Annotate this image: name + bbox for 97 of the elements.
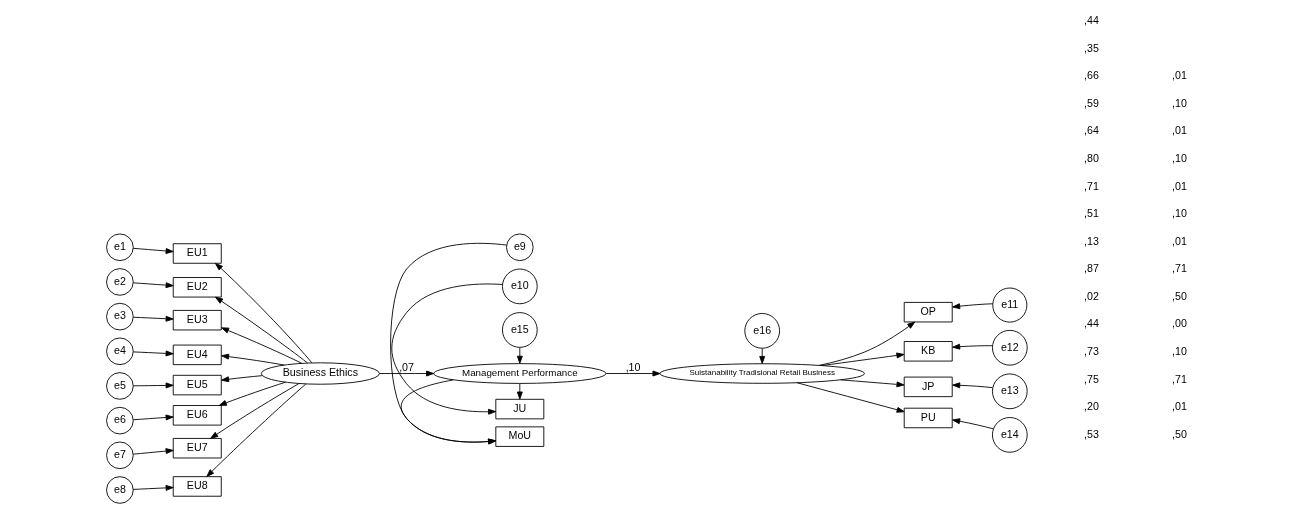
label: ,35 (1083, 41, 1099, 54)
node-circle: e14 (991, 417, 1028, 453)
label: ,10 (1171, 207, 1187, 220)
node-circle: e1 (105, 233, 134, 262)
arrow (839, 379, 904, 388)
arrow (220, 375, 263, 383)
arrow (389, 242, 507, 445)
label: ,75 (1083, 372, 1099, 385)
node-circle: e8 (105, 476, 134, 504)
arrow (132, 414, 174, 421)
arrow (951, 418, 994, 430)
label: ,13 (1083, 234, 1099, 247)
arrow (378, 370, 434, 377)
node-circle: e2 (105, 268, 134, 296)
node-circle: e10 (501, 268, 538, 305)
arrow (951, 303, 993, 310)
arrow (132, 247, 174, 254)
node-box: EU5 (172, 374, 222, 396)
label: ,01 (1171, 124, 1187, 137)
node-box: EU8 (172, 476, 222, 497)
label: ,71 (1171, 262, 1187, 275)
node-box: JU (494, 398, 544, 420)
edge-label: ,10 (625, 360, 640, 373)
node-ellipse: Management Performance (432, 363, 606, 384)
node-circle: e9 (505, 233, 534, 262)
label: ,10 (1171, 96, 1187, 109)
node-circle: e13 (991, 373, 1028, 410)
label: ,71 (1171, 372, 1187, 385)
arrow (516, 347, 523, 364)
node-circle: e4 (105, 337, 134, 366)
node-box: OP (903, 301, 953, 323)
node-box: MoU (494, 426, 544, 447)
node-box: EU6 (172, 405, 222, 426)
node-box: JP (903, 376, 953, 398)
label: ,02 (1083, 289, 1099, 302)
edge-label: ,07 (398, 360, 414, 373)
label: ,80 (1083, 152, 1099, 165)
node-box: EU3 (172, 309, 222, 331)
label: ,50 (1171, 289, 1187, 302)
arrow (820, 352, 904, 366)
arrow (796, 382, 905, 413)
node-circle: e3 (105, 302, 134, 331)
label: ,64 (1083, 124, 1099, 137)
node-ellipse: Business Ethics (260, 362, 380, 385)
node-box: EU1 (172, 243, 222, 264)
arrow (220, 327, 302, 364)
label: ,44 (1083, 14, 1099, 27)
node-circle: e7 (105, 441, 134, 470)
node-box: PU (903, 407, 953, 429)
node-box: KB (903, 341, 953, 362)
arrow (132, 315, 174, 322)
label: ,01 (1171, 234, 1187, 247)
node-circle: e12 (991, 329, 1028, 366)
arrow (951, 382, 993, 389)
arrow (818, 321, 915, 366)
label: ,01 (1171, 179, 1187, 192)
arrow (516, 383, 523, 400)
arrow (132, 350, 174, 357)
node-circle: e6 (105, 406, 134, 435)
arrow (214, 263, 312, 364)
label: ,44 (1083, 317, 1099, 330)
arrow (132, 282, 174, 289)
arrow (951, 343, 993, 350)
label: ,01 (1171, 400, 1187, 413)
node-ellipse: Suistanability Tradisional Retail Business (659, 363, 865, 384)
node-circle: e11 (991, 287, 1027, 323)
label: ,20 (1083, 400, 1099, 413)
arrow (214, 296, 308, 364)
label: ,00 (1171, 317, 1187, 330)
arrow (205, 383, 306, 477)
arrow (400, 379, 496, 445)
label: ,50 (1171, 427, 1187, 440)
label: ,73 (1083, 344, 1099, 357)
node-circle: e15 (501, 312, 538, 348)
arrow (605, 370, 660, 377)
node-box: EU2 (172, 277, 222, 298)
arrow (132, 484, 174, 491)
label: ,10 (1171, 152, 1187, 165)
arrow (218, 381, 286, 406)
node-circle: e5 (105, 372, 134, 400)
arrow (132, 382, 174, 389)
label: ,53 (1083, 427, 1099, 440)
node-circle: e16 (743, 313, 780, 349)
arrow (132, 448, 174, 455)
arrow (209, 383, 299, 439)
label: ,10 (1171, 344, 1187, 357)
label: ,59 (1083, 96, 1099, 109)
node-box: EU7 (172, 438, 222, 459)
arrow (220, 353, 285, 366)
arrow (390, 283, 503, 415)
label: ,51 (1083, 207, 1099, 220)
node-box: EU4 (172, 344, 222, 366)
label: ,71 (1083, 179, 1099, 192)
label: ,01 (1171, 69, 1187, 82)
label: ,66 (1083, 69, 1099, 82)
label: ,87 (1083, 262, 1099, 275)
arrow (758, 348, 765, 364)
